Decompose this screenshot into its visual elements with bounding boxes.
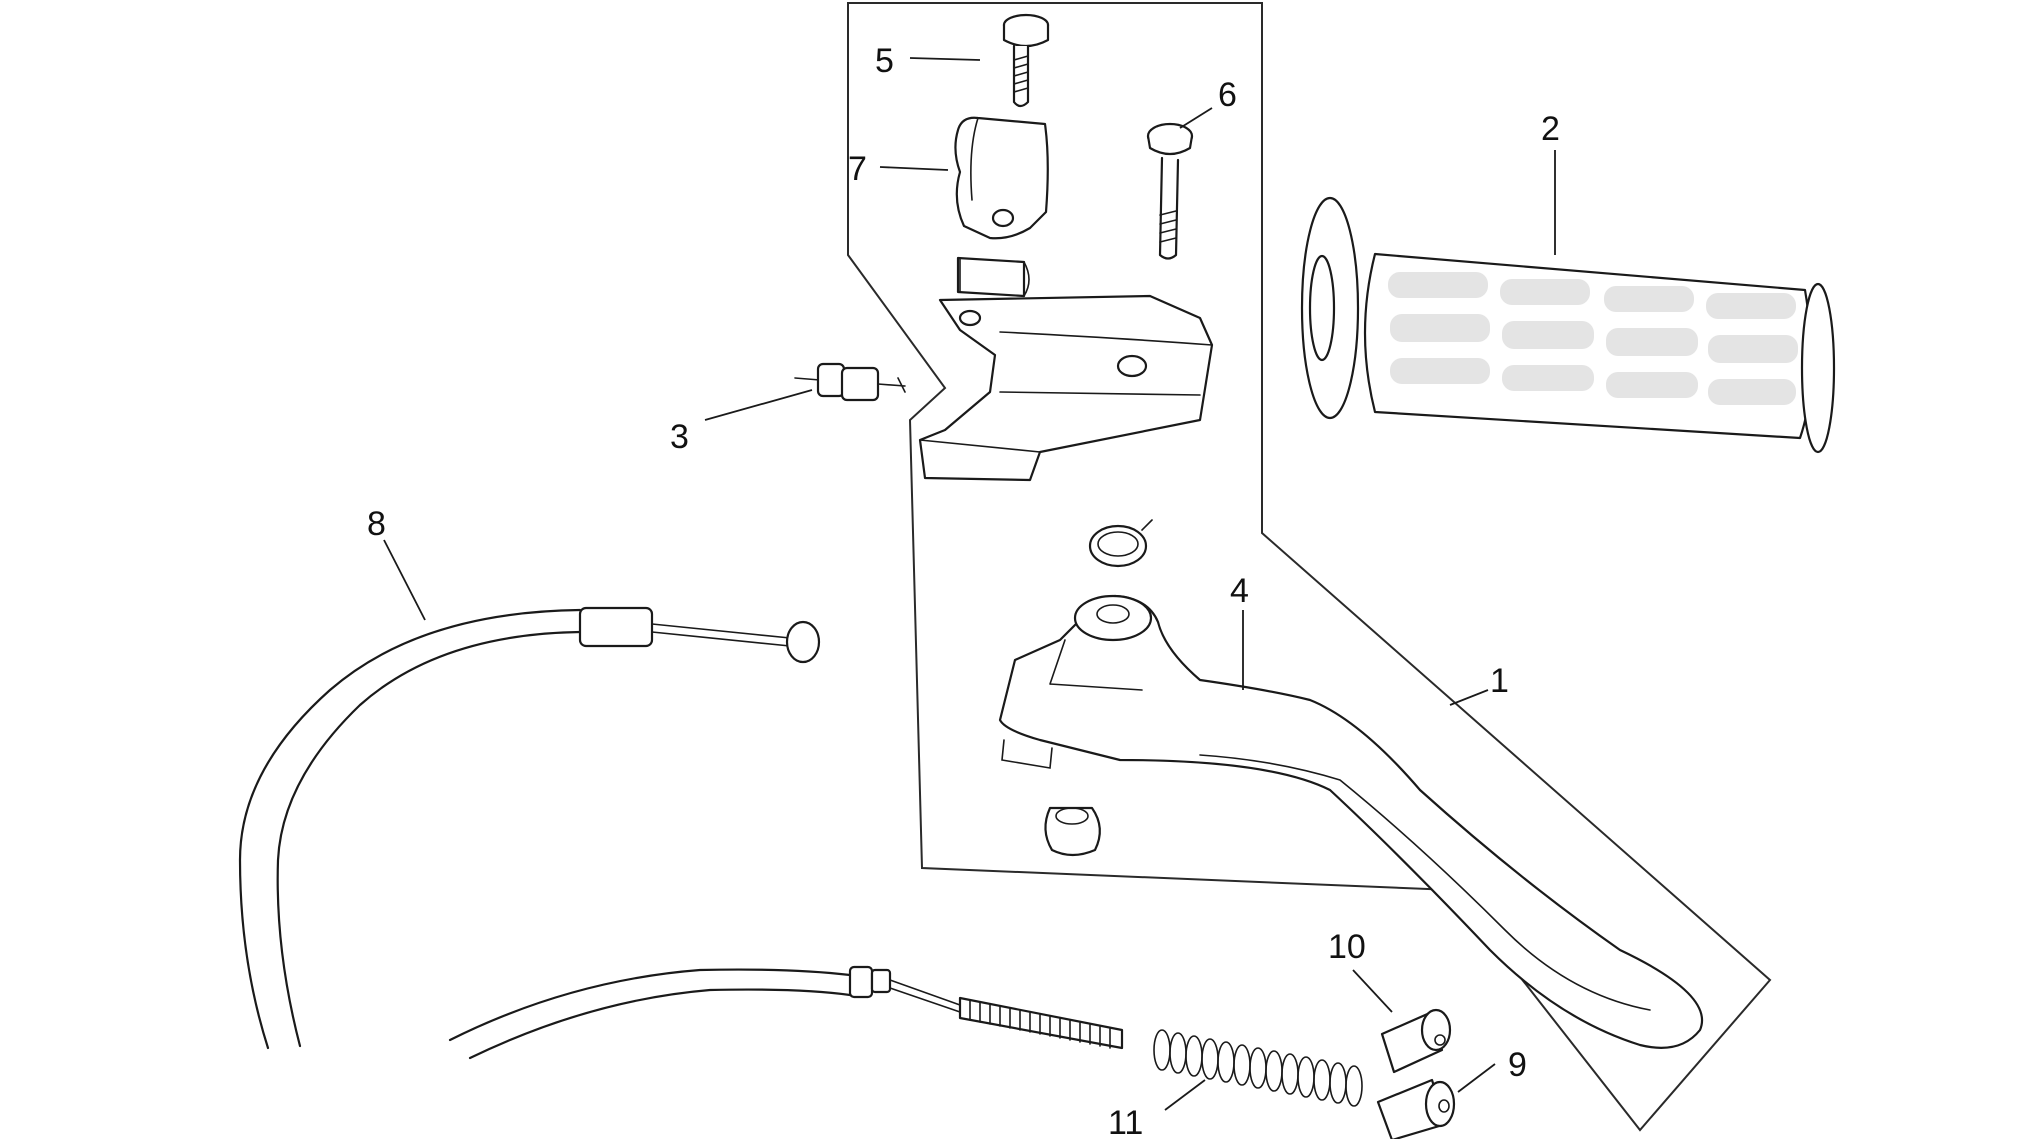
part-4-lever	[998, 594, 1704, 1049]
part-11-spring	[1153, 1029, 1363, 1107]
callout-10: 10	[1328, 928, 1366, 966]
part-9-adjuster	[1376, 1078, 1456, 1139]
part-8-cable	[238, 606, 1124, 1060]
part-6-bolt	[1146, 122, 1194, 260]
part-nut	[1044, 806, 1101, 857]
callout-4: 4	[1230, 572, 1249, 610]
part-5-screw	[1002, 13, 1050, 108]
leader-9	[1457, 1063, 1496, 1093]
leader-lines	[383, 57, 1556, 1111]
leader-5	[909, 57, 981, 61]
callout-9: 9	[1508, 1046, 1527, 1084]
leader-7	[879, 166, 949, 171]
callout-7: 7	[848, 150, 867, 188]
callout-labels: 1 2 3 4 5 6 7 8 9 10 11	[367, 42, 1560, 1139]
leader-10	[1352, 969, 1393, 1013]
callout-5: 5	[875, 42, 894, 80]
leader-8	[383, 539, 426, 621]
leader-3	[704, 389, 813, 421]
part-7-clamp	[954, 116, 1049, 240]
part-3-switch	[794, 362, 906, 402]
part-10-barrel	[1380, 1008, 1452, 1074]
lever-housing	[918, 256, 1214, 482]
callout-8: 8	[367, 505, 386, 543]
callout-1: 1	[1490, 662, 1509, 700]
part-snap-ring	[1088, 519, 1153, 568]
callout-2: 2	[1541, 110, 1560, 148]
callout-11: 11	[1108, 1104, 1143, 1139]
callout-6: 6	[1218, 76, 1237, 114]
callout-3: 3	[670, 418, 689, 456]
leader-11	[1164, 1079, 1206, 1111]
part-2-grip	[1300, 196, 1836, 454]
leader-1	[1449, 689, 1489, 706]
leader-6	[1179, 107, 1213, 129]
